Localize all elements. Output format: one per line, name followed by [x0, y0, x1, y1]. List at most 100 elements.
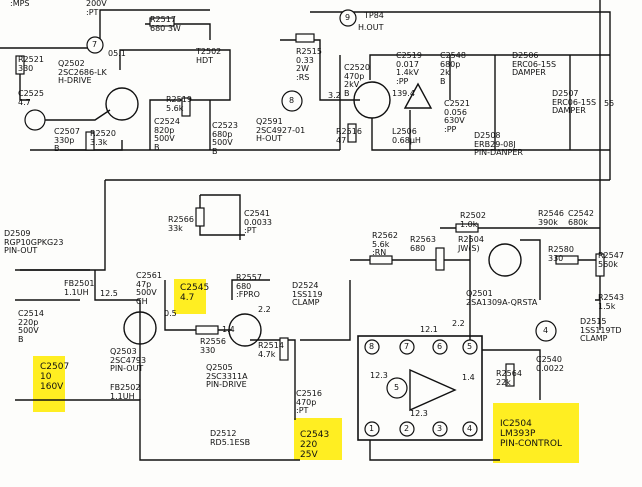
ic-pin-8 — [364, 339, 380, 355]
label-r2515: R2515 0.33 2W :RS — [296, 47, 322, 82]
label-r2516: R2516 47 — [336, 127, 362, 145]
voltage-12-1: 12.1 — [420, 325, 438, 334]
q2501-symbol — [488, 243, 522, 277]
ic-pin-4 — [462, 421, 478, 437]
r2516-body — [347, 123, 357, 143]
label-r2520: R2520 3.3k — [90, 129, 116, 147]
test-point-4 — [535, 320, 557, 342]
ic-pin-5 — [462, 339, 478, 355]
test-point-7 — [86, 36, 104, 54]
highlight-c2545 — [174, 279, 206, 314]
wire-ic-bottom — [369, 440, 500, 461]
label-d2507: D2507 ERC06-15S DAMPER — [552, 89, 597, 115]
label-c2507-top: C2507 330p B — [54, 127, 80, 153]
label-r2504: R2504 JW(S) — [458, 235, 484, 253]
label-r2557: R2557 680 :FPRO — [236, 273, 262, 299]
ic-pin-2 — [399, 421, 415, 437]
label-d2524: D2524 1SS119 CLAMP — [292, 281, 323, 307]
label-r2566: R2566 33k — [168, 215, 194, 233]
label-r2543: R2543 1.5k — [598, 293, 624, 311]
pin-label-2: 2 — [404, 424, 410, 433]
label-d2509: D2509 RGP10GPKG23 PIN-OUT — [4, 229, 64, 255]
pin-label-5: 5 — [467, 342, 473, 351]
voltage-3-2: 3.2 — [328, 91, 341, 100]
wire-t2502-pri — [149, 49, 231, 150]
q2503-symbol — [123, 311, 157, 345]
label-top-left: :MPS — [10, 0, 30, 8]
label-c-top: 200V :PT — [86, 0, 107, 17]
label-q2505: Q2505 2SC3311A PIN-DRIVE — [206, 363, 248, 389]
test-point-9 — [339, 9, 357, 27]
label-c2543: C2543 220 25V — [300, 430, 330, 460]
label-c2540: C2540 0.0022 — [536, 355, 564, 373]
r2566-body — [195, 207, 205, 227]
ic-pin-3 — [432, 421, 448, 437]
warning-icon — [403, 82, 433, 109]
wire-mid-bus — [15, 180, 106, 271]
wire-pin-drive — [250, 339, 296, 420]
label-c2525: C2525 4.7 — [18, 89, 44, 107]
label-d2515: D2515 1SS119TD CLAMP — [580, 317, 622, 343]
label-r2521: R2521 330 — [18, 55, 44, 73]
wire-c2541 — [200, 194, 241, 240]
voltage-0-5: 0.5 — [164, 309, 177, 318]
label-right-mark: 55 — [604, 99, 615, 108]
label-fb2501: FB2501 1.1UH — [64, 279, 95, 297]
voltage-2-2b: 2.2 — [258, 305, 271, 314]
ic-pin-7 — [399, 339, 415, 355]
wire-top-rail — [0, 9, 210, 49]
highlight-c2543 — [294, 418, 342, 460]
q2591-symbol — [353, 81, 391, 119]
label-c2523: C2523 680p 500V B — [212, 121, 238, 156]
label-r2564: R2564 22k — [496, 369, 522, 387]
label-c2542: C2542 680k — [568, 209, 594, 227]
r2562-body — [369, 255, 393, 265]
r2517-body — [149, 17, 175, 27]
label-d2506: D2506 ERC06-15S DAMPER — [512, 51, 557, 77]
wire-fb2501 — [94, 270, 140, 301]
label-r2514: R2514 4.7k — [258, 341, 284, 359]
label-r2502: R2502 1.0k — [460, 211, 486, 229]
voltage-12-3: 12.3 — [370, 371, 388, 380]
r2519-body — [181, 97, 191, 117]
r2547-body — [595, 253, 605, 277]
pin-label-7: 7 — [404, 342, 410, 351]
test-point-6 — [24, 109, 46, 131]
label-t2502: T2502 HDT — [196, 47, 222, 65]
label-c2516: C2516 470p :PT — [296, 389, 322, 415]
voltage-139-4: 139.4 — [392, 89, 415, 98]
test-point-label-4: 4 — [543, 326, 549, 335]
pin-label-6: 6 — [437, 342, 443, 351]
label-c2521: C2521 0.056 630V :PP — [444, 99, 470, 134]
wire-d2524 — [300, 280, 351, 341]
q2505-symbol — [228, 313, 262, 347]
label-c2524: C2524 820p 500V B — [154, 117, 180, 152]
q2502-symbol — [105, 87, 139, 121]
label-r2580: R2580 330 — [548, 245, 574, 263]
label-c2520: C2520 470p 2kV B — [344, 63, 370, 98]
label-q2502: Q2502 2SC2686-LK H-DRIVE — [58, 59, 107, 85]
r2520-body — [85, 131, 95, 151]
pin-label-8: 8 — [369, 342, 375, 351]
wire-hout-collector — [369, 54, 610, 80]
r2514-body — [279, 337, 289, 361]
pin-label-3: 3 — [437, 424, 443, 433]
label-fb2502: FB2502 1.1UH — [110, 383, 141, 401]
wire-q2501-c — [520, 239, 541, 300]
label-d2512: D2512 RD5.1ESB — [210, 429, 251, 447]
label-r2556: R2556 330 — [200, 337, 226, 355]
test-point-8 — [281, 90, 303, 112]
label-c2514: C2514 220p 500V B — [18, 309, 44, 344]
pin-label-4: 4 — [467, 424, 473, 433]
label-q2503: Q2503 2SC4793 PIN-OUT — [110, 347, 147, 373]
test-point-label-7: 7 — [92, 40, 98, 49]
label-r2519: R2519 5.6k — [166, 95, 192, 113]
voltage-12-3b: 12.3 — [410, 409, 428, 418]
label-r2547: R2547 560k — [598, 251, 624, 269]
voltage-1-4b: 1.4 — [222, 325, 235, 334]
wire-hdrive-base — [40, 109, 111, 121]
test-point-label-9: 9 — [345, 13, 351, 22]
r2580-body — [555, 255, 579, 265]
